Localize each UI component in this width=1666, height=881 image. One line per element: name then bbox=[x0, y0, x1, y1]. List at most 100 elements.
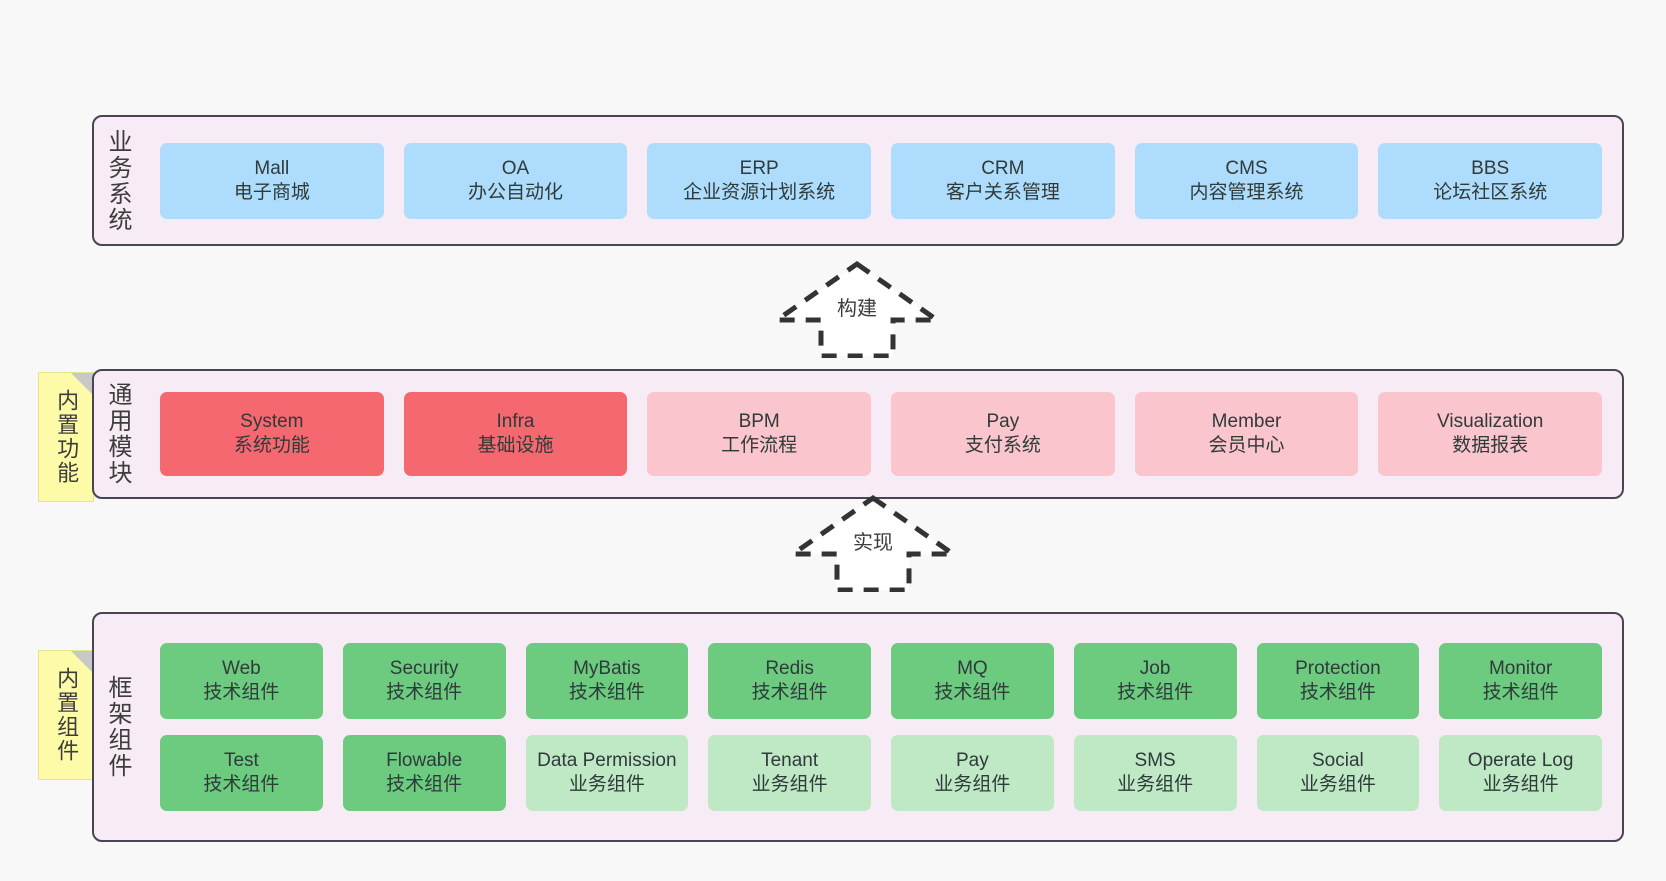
card-title: Pay bbox=[956, 750, 989, 772]
card-subtitle: 办公自动化 bbox=[468, 181, 564, 203]
card-subtitle: 业务组件 bbox=[934, 774, 1011, 795]
card-subtitle: 会员中心 bbox=[1208, 435, 1285, 456]
card-subtitle: 技术组件 bbox=[934, 682, 1011, 703]
card-title: CRM bbox=[981, 157, 1025, 179]
arrow-implement-shape bbox=[785, 494, 961, 592]
layer-framework-components-label: 框架组件 bbox=[103, 675, 131, 779]
card-title: Monitor bbox=[1488, 658, 1553, 680]
card-title: Pay bbox=[986, 411, 1020, 433]
card-subtitle: 技术组件 bbox=[568, 682, 645, 703]
card-title: Redis bbox=[765, 658, 814, 680]
card-subtitle: 工作流程 bbox=[721, 435, 798, 456]
card-title: OA bbox=[501, 157, 530, 179]
card-subtitle: 企业资源计划系统 bbox=[683, 181, 836, 203]
card-subtitle: 电子商城 bbox=[233, 181, 310, 203]
card-subtitle: 支付系统 bbox=[964, 435, 1041, 456]
sticky-note-builtin-components: 内置组件 bbox=[38, 650, 94, 780]
card-subtitle: 技术组件 bbox=[386, 682, 463, 703]
card-subtitle: 业务组件 bbox=[568, 774, 645, 795]
card-subtitle: 业务组件 bbox=[1482, 774, 1559, 795]
card-subtitle: 技术组件 bbox=[203, 682, 280, 703]
card-subtitle: 技术组件 bbox=[751, 682, 828, 703]
card-title: Visualization bbox=[1437, 411, 1544, 433]
card-title: CMS bbox=[1225, 157, 1268, 179]
card-subtitle: 系统功能 bbox=[233, 435, 310, 456]
card-subtitle: 内容管理系统 bbox=[1189, 181, 1304, 203]
card-title: Data Permission bbox=[537, 750, 677, 772]
layer-common-modules-label: 通用模块 bbox=[103, 382, 131, 486]
layer-business-systems-label: 业务系统 bbox=[103, 128, 131, 233]
card-title: BPM bbox=[738, 411, 780, 433]
card-title: Operate Log bbox=[1467, 750, 1574, 772]
card-subtitle: 基础设施 bbox=[477, 435, 554, 456]
card-subtitle: 技术组件 bbox=[203, 774, 280, 795]
card-title: Flowable bbox=[386, 750, 463, 772]
arrow-build-shape bbox=[769, 260, 945, 358]
card-title: SMS bbox=[1134, 750, 1176, 772]
arrow-build: 构建 bbox=[762, 258, 952, 358]
card-title: BBS bbox=[1471, 157, 1510, 179]
card-title: Protection bbox=[1295, 658, 1381, 680]
card-title: ERP bbox=[739, 157, 779, 179]
card-subtitle: 技术组件 bbox=[386, 774, 463, 795]
sticky-note-builtin-components-label: 内置组件 bbox=[54, 667, 80, 763]
card-title: Mall bbox=[254, 157, 290, 179]
sticky-note-builtin-functions-label: 内置功能 bbox=[54, 389, 80, 485]
card-subtitle: 业务组件 bbox=[1299, 774, 1376, 795]
card-title: Web bbox=[222, 658, 261, 680]
card-title: Tenant bbox=[761, 750, 819, 772]
card-title: Security bbox=[389, 658, 459, 680]
card-title: Job bbox=[1139, 658, 1171, 680]
card-title: Test bbox=[223, 750, 259, 772]
arrow-implement: 实现 bbox=[778, 492, 968, 592]
card-subtitle: 论坛社区系统 bbox=[1433, 181, 1548, 203]
card-subtitle: 业务组件 bbox=[1117, 774, 1194, 795]
card-title: System bbox=[240, 411, 304, 433]
card-subtitle: 业务组件 bbox=[751, 774, 828, 795]
card-title: Infra bbox=[496, 411, 535, 433]
card-title: Social bbox=[1312, 750, 1364, 772]
card-subtitle: 技术组件 bbox=[1117, 682, 1194, 703]
card-subtitle: 技术组件 bbox=[1482, 682, 1559, 703]
card-subtitle: 技术组件 bbox=[1299, 682, 1376, 703]
card-title: Member bbox=[1211, 411, 1282, 433]
card-title: MQ bbox=[957, 658, 988, 680]
